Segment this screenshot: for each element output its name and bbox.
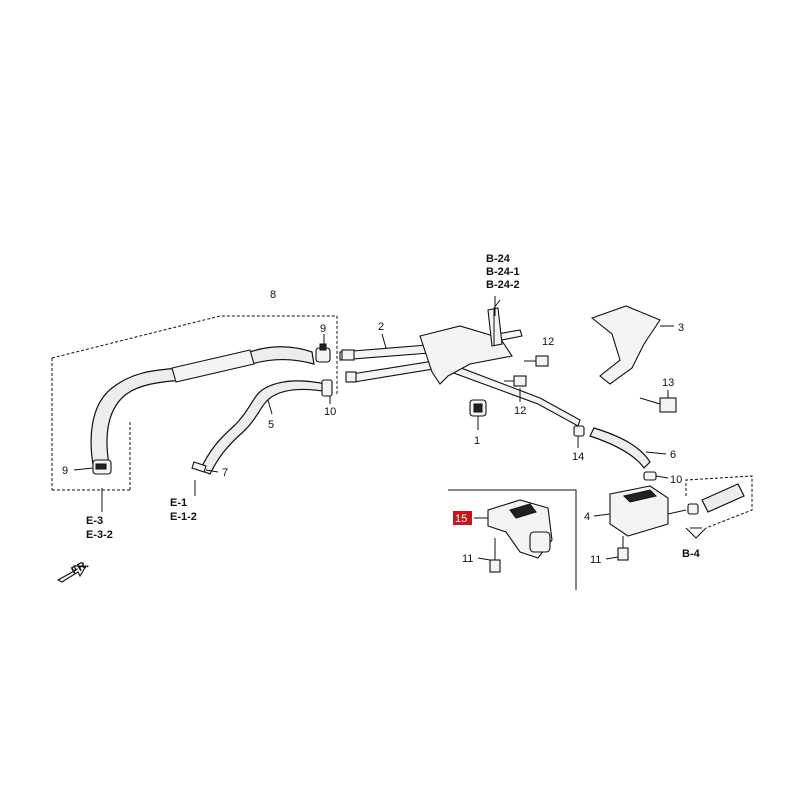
callout-15: 15 [455,513,467,525]
center-pipe-group [339,296,581,430]
callout-8: 8 [270,289,276,301]
arrow-b4-icon [685,527,707,539]
callout-5: 5 [268,419,274,431]
bolt-12-upper-icon[interactable] [524,355,549,367]
b4-dashed-box [685,475,753,529]
hose-8[interactable] [90,346,315,471]
callout-4: 4 [584,511,590,523]
callout-11-right: 11 [590,554,601,566]
sensor-4-stud [667,509,687,515]
pipe-b24-feed [493,299,501,346]
callout-9-bottom: 9 [62,465,68,477]
hose-6[interactable] [589,427,651,469]
ref-e3: E-3 [86,515,103,527]
leader-10-right [655,475,669,479]
leader-11-left [477,557,491,561]
front-label: FR. [69,558,90,577]
ref-b24-1: B-24-1 [486,266,520,278]
pipe-fitting-left-lower [345,371,357,383]
leader-5 [267,399,273,415]
callout-14: 14 [572,451,584,463]
front-arrow-icon [56,565,87,583]
leader-11-right [605,556,619,560]
ref-e1: E-1 [170,497,187,509]
callout-1: 1 [474,435,480,447]
callout-15-highlight [453,511,472,525]
callout-11-left: 11 [462,553,473,565]
bracket-3[interactable] [590,305,661,385]
pipe-2-lower [351,359,581,427]
leader-2 [381,333,387,349]
bolt-12-lower-icon[interactable] [504,375,527,387]
valve-15-port [529,531,551,553]
clamp-10-right-icon[interactable] [643,471,657,481]
bolt-13-icon[interactable] [639,397,677,413]
callout-labels: 1 2 3 4 5 6 7 8 9 9 10 10 11 11 12 12 13… [62,289,684,566]
group-8-outline [51,315,338,395]
clamp-b4-icon[interactable] [687,503,699,515]
bolt-11-right-icon[interactable] [617,536,629,561]
pipe-fitting-left [341,349,355,361]
clamp-14-icon[interactable] [573,425,585,437]
ref-b24: B-24 [486,253,511,265]
inset-15-frame [448,489,577,590]
sensor-4[interactable] [609,485,669,537]
ref-e1-2: E-1-2 [170,511,197,523]
callout-10-right: 10 [670,474,682,486]
sensor-4-group [593,475,753,561]
callout-3: 3 [678,322,684,334]
bolt-11-left-icon[interactable] [489,538,501,573]
bracket-center[interactable] [419,325,513,385]
clamp-9-bottom-icon[interactable] [92,459,112,475]
hose-6-group [573,425,669,481]
callout-9-top: 9 [320,323,326,335]
callout-12-lower: 12 [514,405,526,417]
callout-7: 7 [222,467,228,479]
bracket-3-group [590,305,677,413]
leader-4 [593,513,611,517]
ref-b24-2: B-24-2 [486,279,520,291]
b4-hose-piece[interactable] [701,483,745,513]
callout-10-left: 10 [324,406,336,418]
inset-15-group [448,489,577,590]
connector-1-icon[interactable] [469,399,487,417]
callout-6: 6 [670,449,676,461]
callout-13: 13 [662,377,674,389]
callout-12-upper: 12 [542,336,554,348]
clamp-10-left-icon[interactable] [321,379,333,397]
callout-2: 2 [378,321,384,333]
hose-5[interactable] [199,380,329,475]
sensor-4-top [623,489,657,503]
leader-9-bottom [73,467,94,471]
leader-6 [645,451,667,455]
leader-7 [205,469,219,473]
valve-15-body [509,503,537,519]
clip-7-icon[interactable] [191,461,207,473]
ref-e3-2: E-3-2 [86,529,113,541]
clamp-9-top-icon[interactable] [315,343,331,363]
section-refs: B-24 B-24-1 B-24-2 E-1 E-1-2 E-3 E-3-2 B… [69,253,700,577]
left-hose-group [51,315,338,491]
hose-8-sleeve [171,349,255,383]
ref-b4: B-4 [682,548,701,560]
